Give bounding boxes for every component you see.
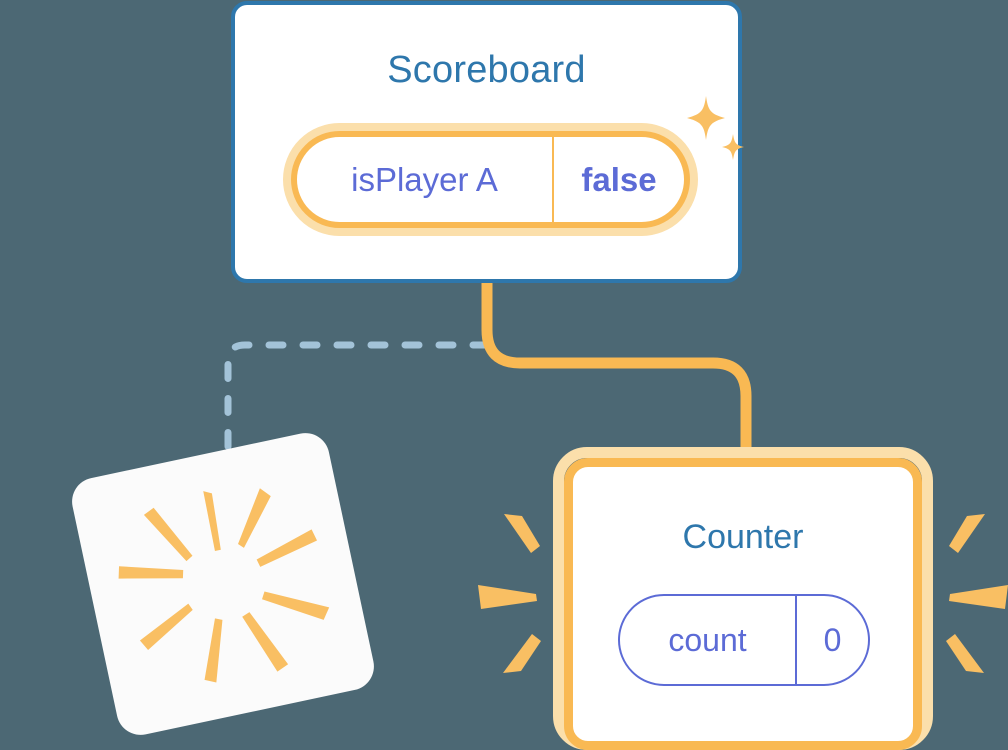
scoreboard-state-key: isPlayer A: [297, 137, 554, 222]
burst-icon: [118, 488, 330, 683]
counter-state-pill[interactable]: count 0: [618, 594, 870, 686]
scoreboard-state-pill-wrapper[interactable]: isPlayer A false: [283, 123, 698, 236]
ray-left-bottom: [503, 634, 541, 673]
connector-solid-to-counter: [481, 276, 752, 470]
counter-card[interactable]: Counter count 0: [564, 458, 922, 750]
ray-right-mid: [949, 585, 1008, 609]
scoreboard-state-value: false: [581, 160, 657, 198]
scoreboard-state-pill[interactable]: isPlayer A false: [291, 131, 690, 228]
placeholder-card[interactable]: [67, 428, 379, 740]
scoreboard-title: Scoreboard: [387, 49, 586, 91]
counter-state-value: 0: [823, 621, 842, 658]
ray-left-top: [504, 514, 540, 553]
ray-left-mid: [478, 585, 537, 609]
ray-right-top: [949, 514, 985, 553]
ray-right-bottom: [946, 634, 984, 673]
scoreboard-card[interactable]: Scoreboard isPlayer A false: [231, 1, 742, 283]
counter-title: Counter: [682, 518, 804, 556]
counter-state-key: count: [620, 596, 797, 684]
